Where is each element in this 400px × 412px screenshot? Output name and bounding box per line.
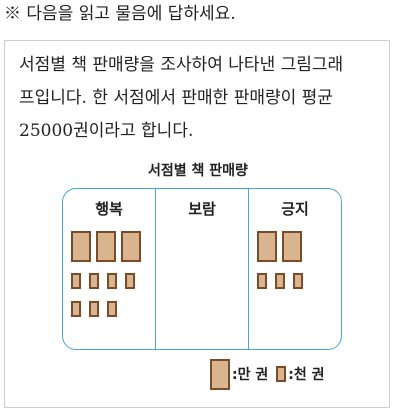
book-small-icon	[107, 273, 117, 289]
store-label: 행복	[95, 200, 123, 218]
icon-row-small	[257, 273, 337, 295]
book-large-icon	[257, 231, 277, 262]
store-column-geungji: 긍지	[248, 189, 341, 349]
store-label: 긍지	[281, 200, 309, 218]
book-small-icon	[107, 301, 117, 317]
book-large-icon	[121, 231, 141, 262]
book-small-icon	[89, 301, 99, 317]
instruction-text: ※ 다음을 읽고 물음에 답하세요.	[4, 4, 236, 24]
store-column-boram: 보람	[155, 189, 248, 349]
book-small-icon	[71, 301, 81, 317]
book-small-icon	[257, 273, 267, 289]
problem-paragraph: 서점별 책 판매량을 조사하여 나타낸 그림그래 프입니다. 한 서점에서 판매…	[19, 49, 389, 148]
book-small-icon	[71, 273, 81, 289]
icon-row-large	[71, 231, 151, 265]
legend-small-label: :천 권	[288, 367, 325, 383]
icon-area	[71, 231, 151, 323]
chart-title: 서점별 책 판매량	[148, 163, 248, 179]
book-large-icon	[282, 231, 302, 262]
book-small-icon	[293, 273, 303, 289]
book-small-icon	[276, 366, 287, 382]
icon-row-small	[71, 301, 151, 323]
icon-area	[257, 231, 337, 295]
problem-line: 25000권이라고 합니다.	[19, 121, 194, 141]
pictograph-table: 행복 보람 긍지	[62, 188, 342, 350]
legend: :만 권 :천 권	[210, 358, 332, 390]
icon-row-large	[257, 231, 337, 265]
book-large-icon	[96, 231, 116, 262]
problem-line: 서점별 책 판매량을 조사하여 나타낸 그림그래	[19, 55, 344, 75]
book-small-icon	[275, 273, 285, 289]
book-small-icon	[89, 273, 99, 289]
store-label: 보람	[188, 200, 216, 218]
store-column-haengbok: 행복	[63, 189, 155, 349]
icon-row-small	[71, 273, 151, 295]
problem-line: 프입니다. 한 서점에서 판매한 판매량이 평균	[19, 88, 333, 108]
problem-box: 서점별 책 판매량을 조사하여 나타낸 그림그래 프입니다. 한 서점에서 판매…	[4, 40, 390, 408]
legend-large-label: :만 권	[232, 367, 269, 383]
book-large-icon	[210, 358, 230, 390]
book-small-icon	[125, 273, 135, 289]
book-large-icon	[71, 231, 91, 262]
